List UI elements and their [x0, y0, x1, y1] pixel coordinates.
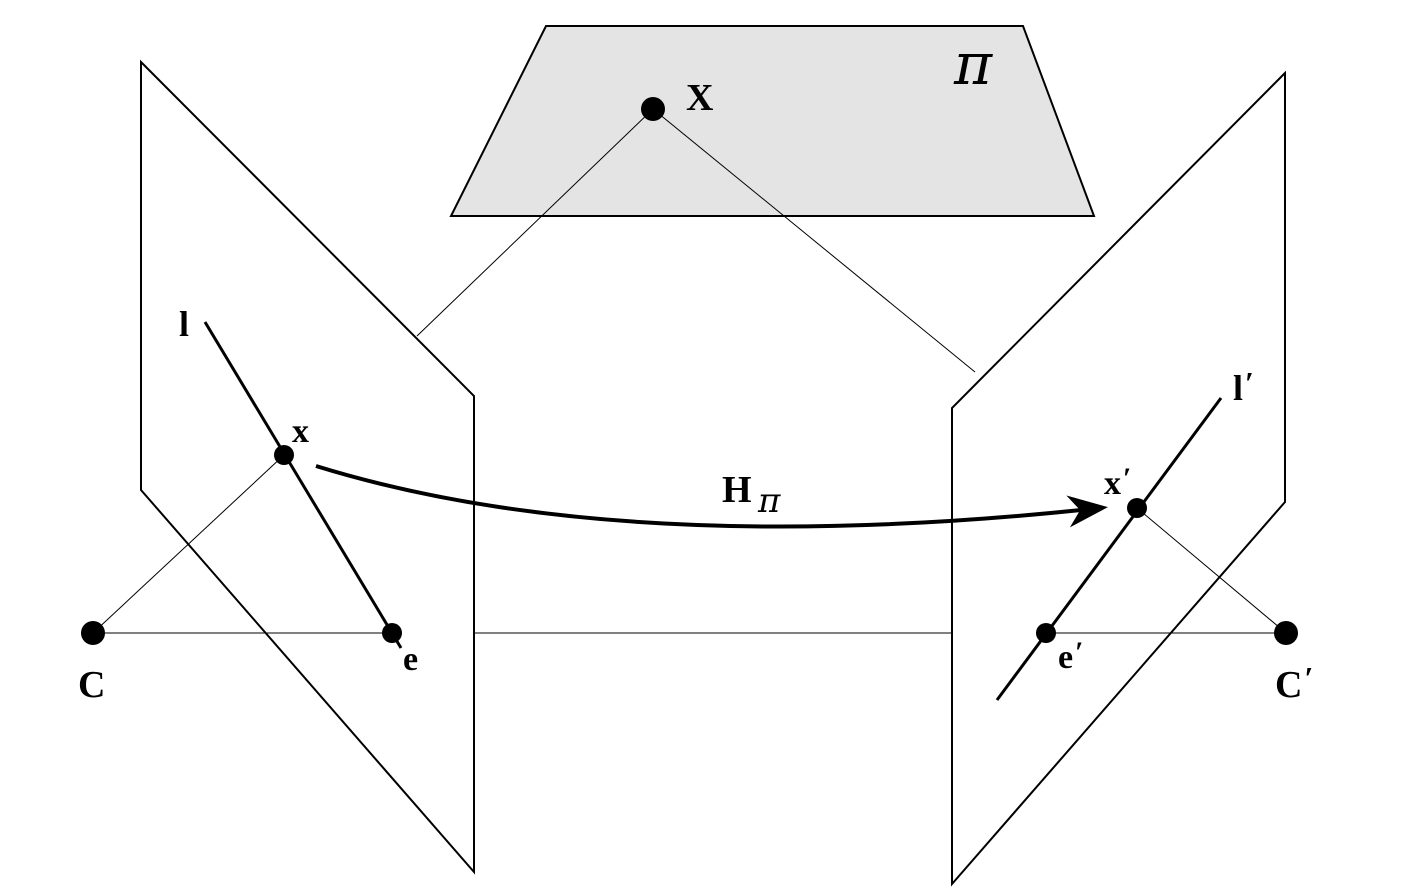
point-e: [382, 623, 402, 643]
ray-X-to-left: [416, 108, 654, 337]
homography-arrow: [315, 464, 1108, 529]
epipolar-line-l-prime: [995, 397, 1223, 701]
label-pi: π: [953, 30, 993, 98]
point-x: [274, 445, 294, 465]
left-image-plane: [140, 59, 475, 875]
label-x-prime: x′: [1104, 462, 1131, 502]
ray-C-prime-to-x-prime: [1136, 507, 1287, 634]
point-x-prime: [1127, 498, 1147, 518]
label-H: H: [722, 469, 752, 511]
point-X: [641, 97, 665, 121]
epipolar-line-l: [203, 321, 403, 649]
ray-C-to-x: [92, 454, 285, 634]
label-l: l: [179, 304, 189, 344]
label-e: e: [403, 641, 418, 678]
label-C: C: [78, 664, 105, 706]
point-C: [81, 621, 105, 645]
point-e-prime: [1036, 623, 1056, 643]
ray-X-to-right: [652, 108, 976, 373]
label-H-subscript-pi: π: [757, 481, 781, 521]
right-image-plane: [951, 70, 1286, 887]
scene-plane-pi: [449, 25, 1096, 217]
label-x: x: [292, 413, 309, 450]
label-X: X: [686, 77, 713, 119]
label-e-prime: e′: [1058, 636, 1084, 676]
label-l-prime: l′: [1233, 365, 1254, 408]
point-C-prime: [1274, 621, 1298, 645]
label-C-prime: C′: [1275, 660, 1313, 706]
